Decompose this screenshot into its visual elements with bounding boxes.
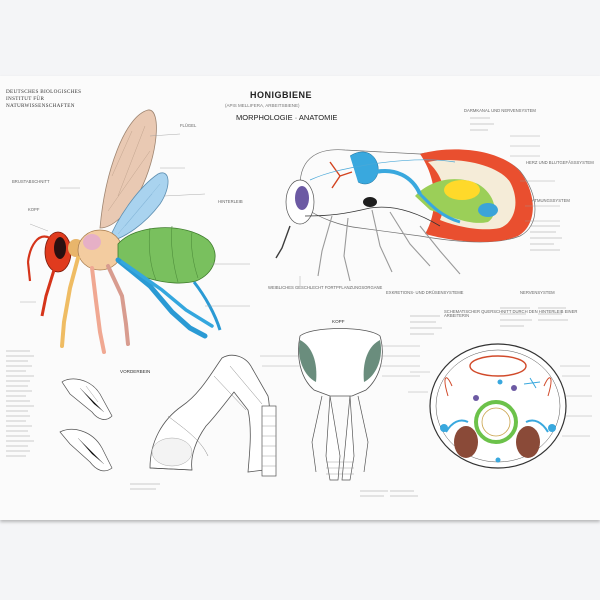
label-thorax: BRUSTABSCHNITT bbox=[12, 180, 50, 184]
poster-byline: (APIS MELLIFERA, ARBEITSBIENE) bbox=[225, 104, 300, 109]
label-heart: HERZ UND BLUTGEFÄSSSYSTEM bbox=[526, 161, 594, 165]
label-reproductive: WEIBLICHES GESCHLECHT FORTPFLANZUNGSORGA… bbox=[268, 286, 382, 290]
label-cross-section: SCHEMATISCHER QUERSCHNITT DURCH DEN HINT… bbox=[444, 310, 594, 318]
label-respiratory: ATMUNGSSYSTEM bbox=[532, 199, 570, 203]
label-foreleg: VORDERBEIN bbox=[120, 370, 150, 375]
cross-section-illustration bbox=[408, 344, 592, 468]
label-abdomen: HINTERLEIB bbox=[218, 200, 243, 204]
label-head: KOPF bbox=[332, 320, 345, 325]
illustrations bbox=[0, 76, 600, 520]
internal-anatomy-illustration bbox=[276, 136, 560, 286]
honeybee-anatomy-chart: DEUTSCHES BIOLOGISCHES INSTITUT FÜR NATU… bbox=[0, 76, 600, 520]
label-digestive: DARMKANAL UND NERVENSYSTEM bbox=[464, 109, 536, 113]
label-nervous: NERVENSYSTEM bbox=[520, 291, 555, 295]
whole-bee-illustration bbox=[20, 110, 250, 352]
label-head-left: KOPF bbox=[28, 208, 39, 212]
foreleg-illustration bbox=[60, 355, 276, 476]
institute-name: DEUTSCHES BIOLOGISCHES INSTITUT FÜR NATU… bbox=[6, 90, 81, 112]
institute-line-1: DEUTSCHES BIOLOGISCHES bbox=[6, 90, 81, 95]
label-excretory: EXKRETIONS- UND DRÜSENSYSTEME bbox=[386, 291, 463, 295]
poster-title: HONIGBIENE bbox=[250, 91, 312, 100]
institute-line-3: NATURWISSENSCHAFTEN bbox=[6, 104, 81, 109]
head-illustration bbox=[260, 329, 420, 481]
poster-subtitle: MORPHOLOGIE · ANATOMIE bbox=[236, 114, 337, 122]
label-wings: FLÜGEL bbox=[180, 124, 196, 128]
institute-line-2: INSTITUT FÜR bbox=[6, 97, 81, 102]
